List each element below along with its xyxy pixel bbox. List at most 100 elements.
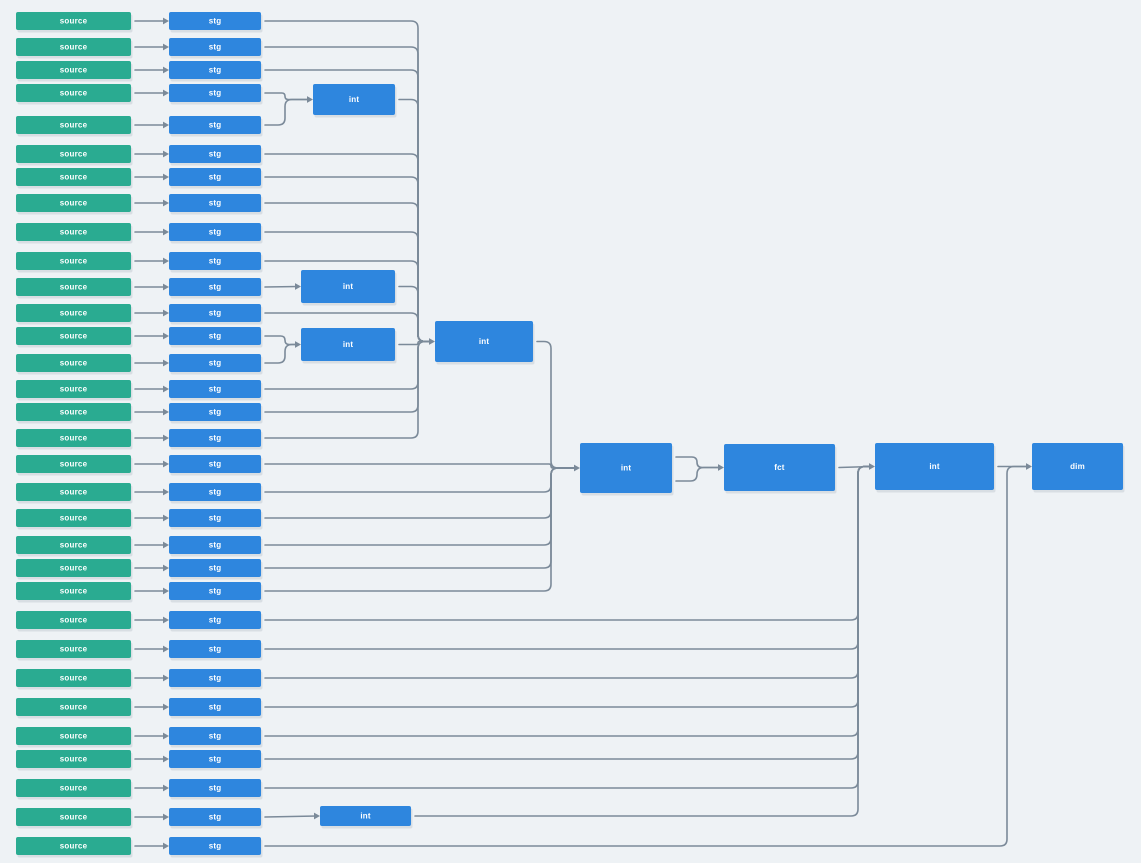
node-source-src29[interactable]: source	[16, 750, 133, 771]
node-int-int6[interactable]: int	[875, 443, 996, 493]
node-box[interactable]	[169, 727, 261, 745]
node-box[interactable]	[435, 321, 533, 362]
node-stg-stg23[interactable]: stg	[169, 582, 263, 603]
node-source-src28[interactable]: source	[16, 727, 133, 748]
node-stg-stg27[interactable]: stg	[169, 698, 263, 719]
node-stg-stg6[interactable]: stg	[169, 145, 263, 166]
node-box[interactable]	[169, 750, 261, 768]
node-box[interactable]	[16, 779, 131, 797]
node-box[interactable]	[169, 304, 261, 322]
node-source-src4[interactable]: source	[16, 84, 133, 105]
node-box[interactable]	[16, 403, 131, 421]
node-source-src27[interactable]: source	[16, 698, 133, 719]
node-stg-stg8[interactable]: stg	[169, 194, 263, 215]
node-box[interactable]	[16, 61, 131, 79]
node-source-src32[interactable]: source	[16, 837, 133, 858]
node-source-src31[interactable]: source	[16, 808, 133, 829]
node-box[interactable]	[169, 38, 261, 56]
node-box[interactable]	[169, 779, 261, 797]
node-box[interactable]	[16, 698, 131, 716]
node-box[interactable]	[169, 455, 261, 473]
node-box[interactable]	[16, 483, 131, 501]
node-stg-stg1[interactable]: stg	[169, 12, 263, 33]
node-stg-stg18[interactable]: stg	[169, 455, 263, 476]
node-box[interactable]	[16, 727, 131, 745]
node-source-src7[interactable]: source	[16, 168, 133, 189]
node-box[interactable]	[16, 278, 131, 296]
node-stg-stg31[interactable]: stg	[169, 808, 263, 829]
node-box[interactable]	[169, 116, 261, 134]
node-box[interactable]	[320, 806, 411, 826]
node-stg-stg2[interactable]: stg	[169, 38, 263, 59]
node-stg-stg28[interactable]: stg	[169, 727, 263, 748]
node-box[interactable]	[16, 669, 131, 687]
node-box[interactable]	[16, 640, 131, 658]
node-box[interactable]	[16, 38, 131, 56]
node-int-int2[interactable]: int	[301, 270, 397, 306]
node-stg-stg4[interactable]: stg	[169, 84, 263, 105]
node-box[interactable]	[169, 168, 261, 186]
node-int-int7[interactable]: int	[320, 806, 413, 829]
node-box[interactable]	[169, 354, 261, 372]
node-box[interactable]	[16, 837, 131, 855]
node-source-src30[interactable]: source	[16, 779, 133, 800]
node-box[interactable]	[169, 223, 261, 241]
node-box[interactable]	[169, 194, 261, 212]
node-source-src6[interactable]: source	[16, 145, 133, 166]
node-box[interactable]	[16, 429, 131, 447]
node-source-src23[interactable]: source	[16, 582, 133, 603]
node-source-src1[interactable]: source	[16, 12, 133, 33]
node-box[interactable]	[16, 223, 131, 241]
node-int-int3[interactable]: int	[301, 328, 397, 364]
node-box[interactable]	[169, 403, 261, 421]
node-dim-dim1[interactable]: dim	[1032, 443, 1125, 493]
node-source-src5[interactable]: source	[16, 116, 133, 137]
node-stg-stg3[interactable]: stg	[169, 61, 263, 82]
node-box[interactable]	[16, 145, 131, 163]
node-box[interactable]	[313, 84, 395, 115]
node-source-src14[interactable]: source	[16, 354, 133, 375]
node-stg-stg25[interactable]: stg	[169, 640, 263, 661]
node-source-src10[interactable]: source	[16, 252, 133, 273]
node-box[interactable]	[16, 380, 131, 398]
node-source-src17[interactable]: source	[16, 429, 133, 450]
node-box[interactable]	[169, 145, 261, 163]
node-source-src18[interactable]: source	[16, 455, 133, 476]
node-int-int5[interactable]: int	[580, 443, 674, 496]
node-stg-stg22[interactable]: stg	[169, 559, 263, 580]
node-box[interactable]	[169, 640, 261, 658]
node-box[interactable]	[169, 380, 261, 398]
node-stg-stg5[interactable]: stg	[169, 116, 263, 137]
node-source-src3[interactable]: source	[16, 61, 133, 82]
node-source-src16[interactable]: source	[16, 403, 133, 424]
node-box[interactable]	[169, 429, 261, 447]
node-source-src22[interactable]: source	[16, 559, 133, 580]
node-box[interactable]	[169, 327, 261, 345]
node-box[interactable]	[169, 61, 261, 79]
node-box[interactable]	[16, 559, 131, 577]
node-box[interactable]	[16, 304, 131, 322]
node-stg-stg21[interactable]: stg	[169, 536, 263, 557]
node-stg-stg7[interactable]: stg	[169, 168, 263, 189]
node-box[interactable]	[580, 443, 672, 493]
node-fct-fct1[interactable]: fct	[724, 444, 837, 494]
node-stg-stg10[interactable]: stg	[169, 252, 263, 273]
node-box[interactable]	[169, 536, 261, 554]
node-stg-stg12[interactable]: stg	[169, 304, 263, 325]
node-stg-stg24[interactable]: stg	[169, 611, 263, 632]
node-box[interactable]	[16, 455, 131, 473]
node-stg-stg15[interactable]: stg	[169, 380, 263, 401]
node-stg-stg17[interactable]: stg	[169, 429, 263, 450]
node-box[interactable]	[16, 354, 131, 372]
node-stg-stg30[interactable]: stg	[169, 779, 263, 800]
node-box[interactable]	[724, 444, 835, 491]
node-box[interactable]	[169, 669, 261, 687]
node-stg-stg11[interactable]: stg	[169, 278, 263, 299]
node-box[interactable]	[16, 84, 131, 102]
node-box[interactable]	[16, 168, 131, 186]
node-source-src8[interactable]: source	[16, 194, 133, 215]
node-stg-stg20[interactable]: stg	[169, 509, 263, 530]
node-source-src12[interactable]: source	[16, 304, 133, 325]
node-box[interactable]	[16, 808, 131, 826]
node-box[interactable]	[169, 837, 261, 855]
